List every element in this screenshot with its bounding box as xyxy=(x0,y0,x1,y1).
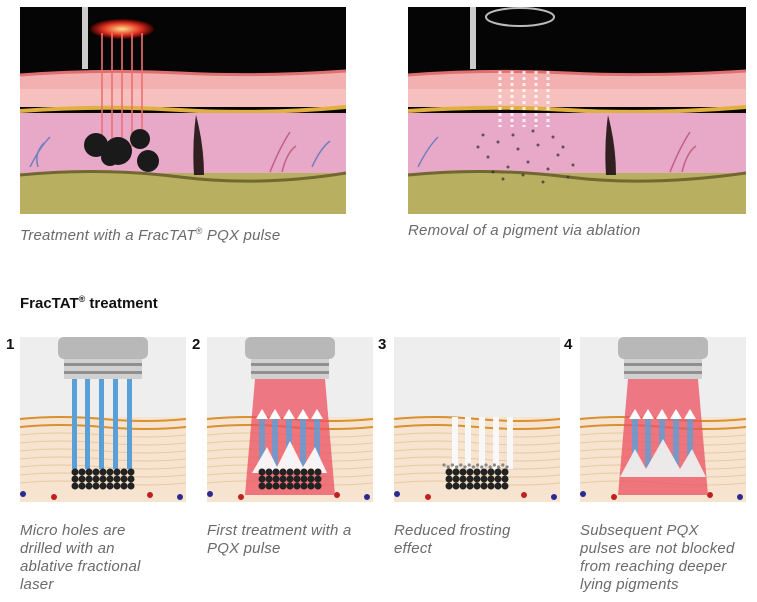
pigment-pulse-illustration xyxy=(20,7,346,214)
title-text: FracTAT xyxy=(20,295,79,312)
step-4-caption: Subsequent PQX pulses are not blocked fr… xyxy=(580,522,757,594)
title-text: treatment xyxy=(85,295,158,312)
caption-line: drilled with an xyxy=(20,540,115,557)
caption-text: Treatment with a FracTAT xyxy=(20,227,196,244)
caption-line: from reaching deeper xyxy=(580,558,727,575)
step-number: 1 xyxy=(6,336,15,353)
caption-line: Reduced frosting xyxy=(394,522,511,539)
caption-line: effect xyxy=(394,540,432,557)
caption-line: First treatment with a xyxy=(207,522,352,539)
top-caption-1: Treatment with a FracTAT® PQX pulse xyxy=(20,222,350,245)
caption-text: Removal of a pigment via ablation xyxy=(408,222,641,239)
caption-line: laser xyxy=(20,576,54,593)
caption-line: Micro holes are xyxy=(20,522,126,539)
ablation-illustration xyxy=(408,7,746,214)
caption-line: pulses are not blocked xyxy=(580,540,735,557)
step-4-illustration xyxy=(580,337,746,502)
caption-line: Subsequent PQX xyxy=(580,522,699,539)
step-1-illustration xyxy=(20,337,186,502)
step-3-illustration xyxy=(394,337,560,502)
step-2-illustration xyxy=(207,337,373,502)
step-number: 3 xyxy=(378,336,387,353)
caption-line: PQX pulse xyxy=(207,540,281,557)
section-title: FracTAT® treatment xyxy=(20,294,158,312)
step-number: 2 xyxy=(192,336,201,353)
step-number: 4 xyxy=(564,336,573,353)
step-3-caption: Reduced frosting effect xyxy=(394,522,569,558)
caption-text: PQX pulse xyxy=(202,227,281,244)
registered-mark: ® xyxy=(195,226,203,236)
caption-line: ablative fractional xyxy=(20,558,141,575)
step-1-caption: Micro holes are drilled with an ablative… xyxy=(20,522,195,594)
top-caption-2: Removal of a pigment via ablation xyxy=(408,222,738,240)
registered-mark: ® xyxy=(78,294,86,304)
caption-line: lying pigments xyxy=(580,576,679,593)
step-2-caption: First treatment with a PQX pulse xyxy=(207,522,387,558)
